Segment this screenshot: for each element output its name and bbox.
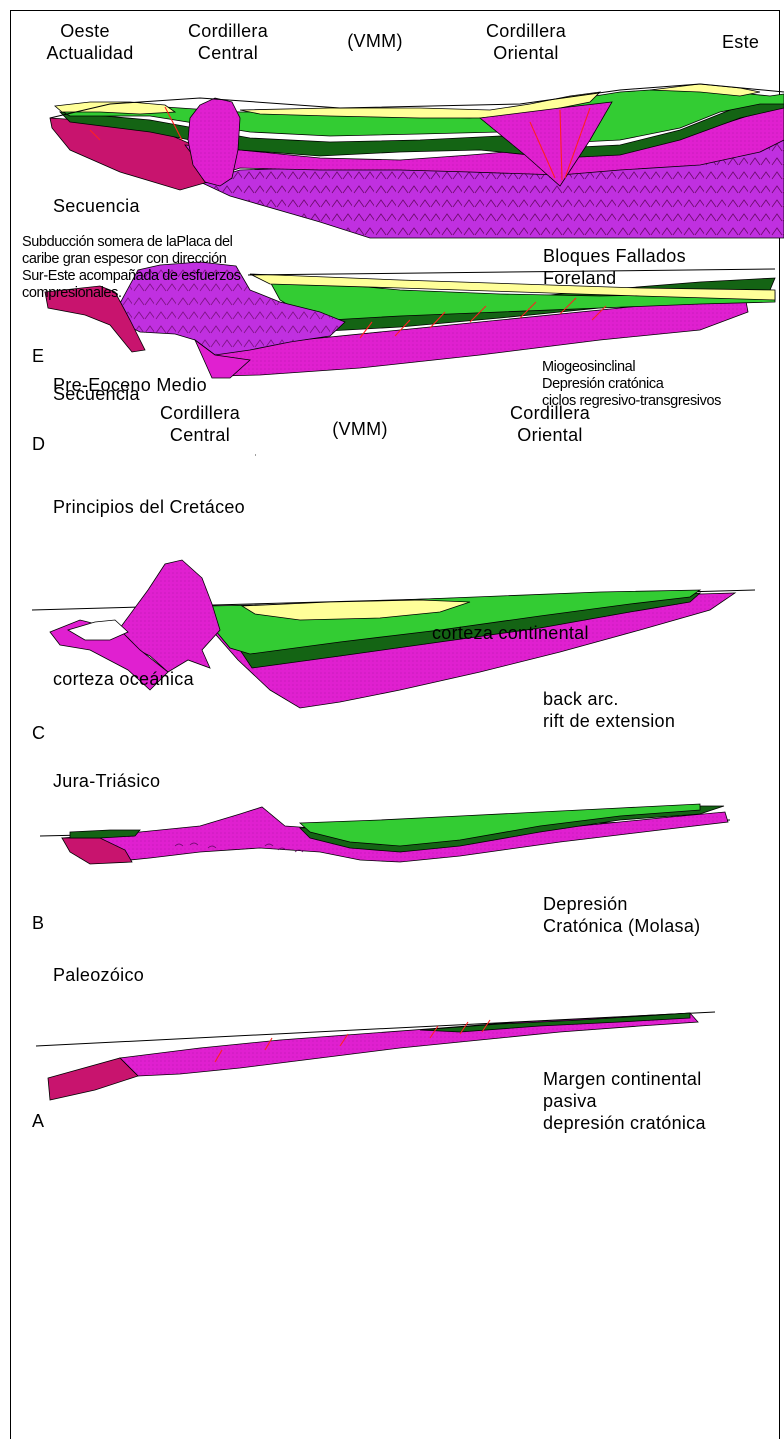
section-E-present <box>50 84 784 238</box>
central-range-label-d: Cordillera Central <box>140 402 260 446</box>
description-d: Miogeosinclinal Depresión cratónica cicl… <box>542 359 721 410</box>
central-range-label-e: Cordillera Central <box>168 20 288 64</box>
sequence-label-d: Secuencia <box>53 383 140 405</box>
continental-crust-label: corteza continental <box>432 622 589 644</box>
period-present: Actualidad <box>30 42 150 64</box>
period-early-cretaceous: Principios del Cretáceo <box>53 496 245 518</box>
eastern-range-label-e: Cordillera Oriental <box>466 20 586 64</box>
note-e: Bloques Fallados Foreland <box>543 245 686 289</box>
description-c: back arc. rift de extension <box>543 688 675 732</box>
east-label: Este <box>722 31 759 53</box>
west-label: Oeste <box>40 20 130 42</box>
letter-d: D <box>32 433 45 455</box>
sequence-label-e: Secuencia <box>53 195 140 217</box>
letter-b: B <box>32 912 44 934</box>
valley-label-e: (VMM) <box>330 30 420 52</box>
letter-a: A <box>32 1110 44 1132</box>
letter-e: E <box>32 345 44 367</box>
description-e: Subducción somera de laPlaca del caribe … <box>22 234 241 302</box>
period-paleozoic: Paleozóico <box>53 964 144 986</box>
section-B-jurassic-triassic <box>40 804 730 864</box>
description-b: Depresión Cratónica (Molasa) <box>543 893 700 937</box>
description-a: Margen continental pasiva depresión crat… <box>543 1068 706 1134</box>
section-A-western-block <box>48 1058 138 1100</box>
oceanic-crust-label: corteza oceánica <box>53 668 194 690</box>
valley-label-d: (VMM) <box>315 418 405 440</box>
letter-c: C <box>32 722 45 744</box>
period-jurassic-triassic: Jura-Triásico <box>53 770 160 792</box>
